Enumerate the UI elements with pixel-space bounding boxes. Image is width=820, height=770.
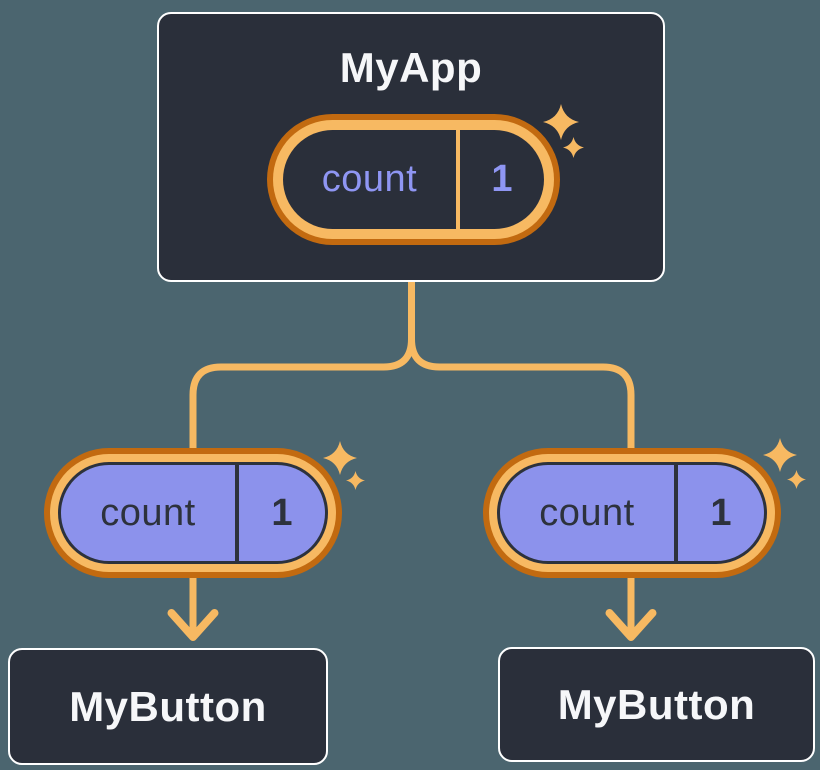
component-box-left-child: MyButton xyxy=(8,648,328,765)
sparkle-large-icon xyxy=(323,441,357,475)
sparkle-large-icon xyxy=(763,438,797,472)
state-value-cell: 1 xyxy=(460,130,544,229)
component-box-root: MyApp count 1 xyxy=(157,12,665,282)
state-pill-core: count 1 xyxy=(283,130,544,229)
sparkle-small-icon xyxy=(346,471,365,490)
prop-name-label: count xyxy=(539,491,635,534)
prop-value-label: 1 xyxy=(271,491,293,534)
prop-value-label: 1 xyxy=(710,491,732,534)
component-title-root: MyApp xyxy=(339,44,483,91)
prop-name-label: count xyxy=(100,491,196,534)
state-name-cell: count xyxy=(283,130,456,229)
prop-pill-ring: count 1 xyxy=(50,454,336,572)
arrowhead-right-icon xyxy=(605,609,657,641)
prop-pill-outline: count 1 xyxy=(58,462,328,564)
prop-value-cell: 1 xyxy=(678,465,764,561)
prop-pill-core: count 1 xyxy=(500,465,764,561)
prop-pill-outline: count 1 xyxy=(497,462,767,564)
state-pill-ring: count 1 xyxy=(273,120,554,239)
prop-pill-divider xyxy=(235,465,239,561)
prop-name-cell: count xyxy=(61,465,235,561)
prop-name-cell: count xyxy=(500,465,674,561)
prop-pill-right: count 1 xyxy=(483,448,781,578)
arrowhead-left-icon xyxy=(167,609,219,641)
connector-root-to-right-child xyxy=(408,278,635,638)
sparkle-small-icon xyxy=(787,470,806,489)
component-title-right-child: MyButton xyxy=(557,680,756,728)
state-value-label: 1 xyxy=(491,158,513,200)
state-pill-root: count 1 xyxy=(267,114,560,245)
state-pill-divider xyxy=(456,130,460,229)
prop-pill-left: count 1 xyxy=(44,448,342,578)
state-name-label: count xyxy=(321,158,418,200)
prop-value-cell: 1 xyxy=(239,465,325,561)
component-title-left-child: MyButton xyxy=(69,682,267,730)
prop-pill-core: count 1 xyxy=(61,465,325,561)
prop-pill-divider xyxy=(674,465,678,561)
component-box-right-child: MyButton xyxy=(498,647,815,762)
prop-pill-ring: count 1 xyxy=(489,454,775,572)
sparkle-large-icon xyxy=(543,104,579,140)
sparkle-small-icon xyxy=(563,137,584,158)
